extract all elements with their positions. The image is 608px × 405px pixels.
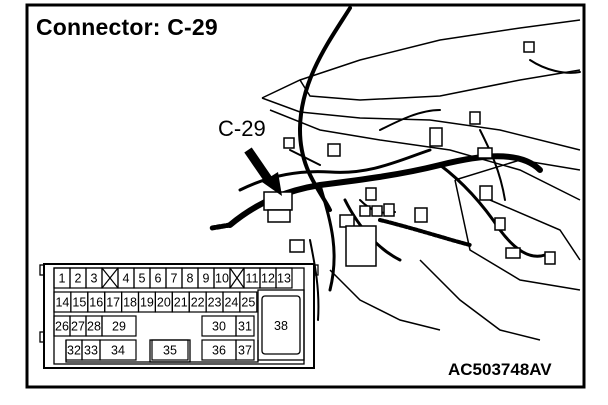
pin-label: 31 [238,320,252,334]
pin-cell [235,315,255,337]
pin-label: 22 [191,296,205,310]
pin-label: 28 [87,320,101,334]
pin-label: 38 [274,319,288,333]
dashboard-outline [261,19,581,341]
pin-cell [239,291,258,313]
pin-cell [99,339,137,361]
pin-label: 35 [163,344,177,358]
pin-label: 1 [59,272,66,286]
pin-label: 27 [71,320,85,334]
unused-pin-cross [229,267,245,289]
pin-label: 7 [171,272,178,286]
pin-label: 9 [203,272,210,286]
pin-label: 25 [241,296,255,310]
pin-label: 18 [123,296,137,310]
pin-label: 6 [155,272,162,286]
pin-label: 8 [187,272,194,286]
pin-cell [101,315,137,337]
unused-pin-cross [101,267,119,289]
pin-label: 16 [89,296,103,310]
pin-label: 2 [75,272,82,286]
pin-label: 36 [212,344,226,358]
pin-label: 26 [55,320,69,334]
pin-cell [151,339,189,361]
pin-label: 34 [111,344,125,358]
pin-label: 30 [212,320,226,334]
figure-id: AC503748AV [448,360,552,379]
pin-label: 19 [140,296,154,310]
pin-label: 29 [112,320,126,334]
callout-arrow [244,147,282,196]
pin-label: 4 [123,272,130,286]
pin-label: 32 [67,344,81,358]
pin-label: 23 [208,296,222,310]
pin-label: 15 [72,296,86,310]
page-title: Connector: C-29 [36,14,218,40]
harness-connectors [263,41,556,267]
pin-label: 24 [224,296,238,310]
outer-border [25,3,586,389]
pin-label: 37 [238,344,252,358]
pin-label: 33 [84,344,98,358]
pin-label: 17 [106,296,120,310]
pin-label: 20 [157,296,171,310]
pin-label: 3 [91,272,98,286]
pin-label: 14 [55,296,69,310]
pin-label: 12 [261,272,275,286]
pin-label: 13 [277,272,291,286]
pin-label: 5 [139,272,146,286]
pin-label: 21 [174,296,188,310]
pin-cell [235,339,255,361]
connector-callout-label: C-29 [218,116,266,141]
pin-label: 10 [215,272,229,286]
pin-cell [275,267,293,289]
pin-label: 11 [246,272,259,286]
